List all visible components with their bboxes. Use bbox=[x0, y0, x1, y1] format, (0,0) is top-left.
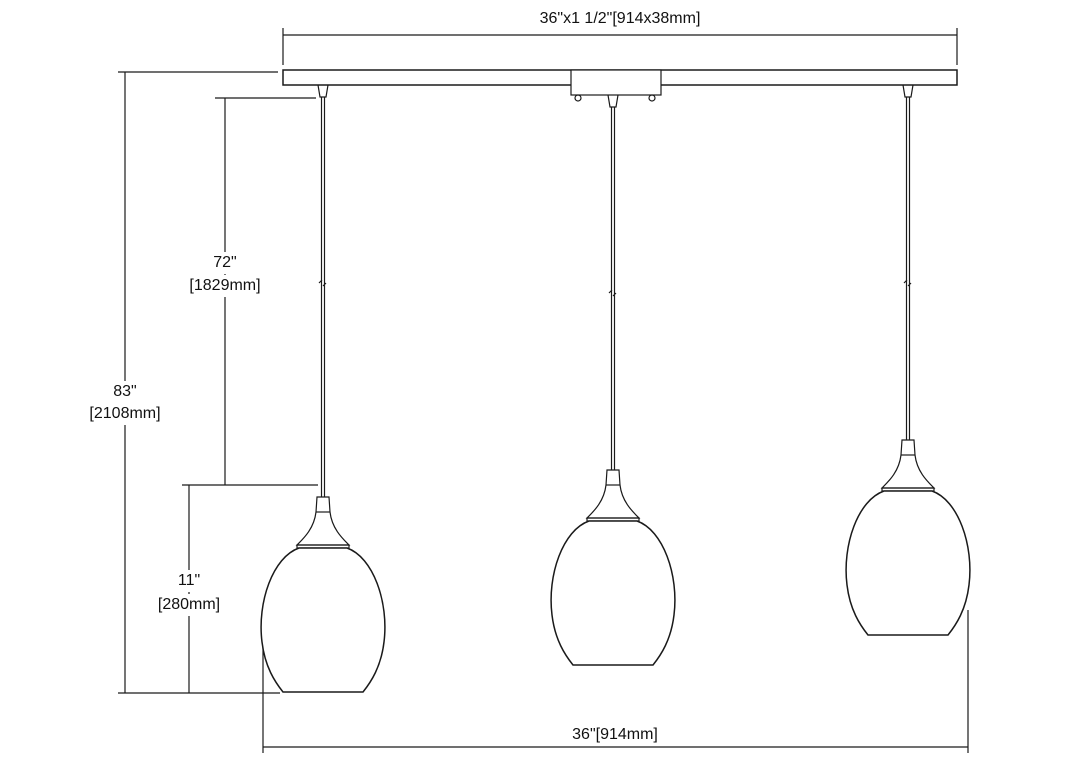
cord-length-inches: 72" bbox=[211, 252, 239, 274]
cord-break-mark bbox=[903, 279, 912, 287]
glass-shade bbox=[845, 490, 971, 636]
cord-grip bbox=[902, 84, 914, 98]
shade-height-mm: [280mm] bbox=[155, 594, 223, 616]
socket-cap bbox=[295, 496, 351, 546]
cord-length-mm: [1829mm] bbox=[187, 275, 263, 297]
socket-cap bbox=[880, 439, 936, 489]
canopy-junction-box bbox=[570, 69, 662, 96]
canopy-screw-left bbox=[574, 94, 582, 102]
overall-height-inches: 83" bbox=[111, 381, 139, 403]
socket-cap bbox=[585, 469, 641, 519]
cord-break-mark bbox=[318, 279, 327, 287]
cord-break-mark bbox=[608, 289, 617, 297]
canopy-dimension-label: 36"x1 1/2"[914x38mm] bbox=[537, 8, 703, 30]
cord-grip bbox=[607, 94, 619, 108]
canopy-screw-right bbox=[648, 94, 656, 102]
glass-shade bbox=[260, 547, 386, 693]
overall-height-mm: [2108mm] bbox=[87, 403, 163, 425]
glass-shade bbox=[550, 520, 676, 666]
overall-width-label: 36"[914mm] bbox=[570, 724, 660, 746]
cord-grip bbox=[317, 84, 329, 98]
pendant-3 bbox=[845, 84, 971, 636]
shade-height-inches: 11" bbox=[175, 570, 203, 592]
pendant-2 bbox=[550, 94, 676, 666]
pendant-1 bbox=[260, 84, 386, 693]
